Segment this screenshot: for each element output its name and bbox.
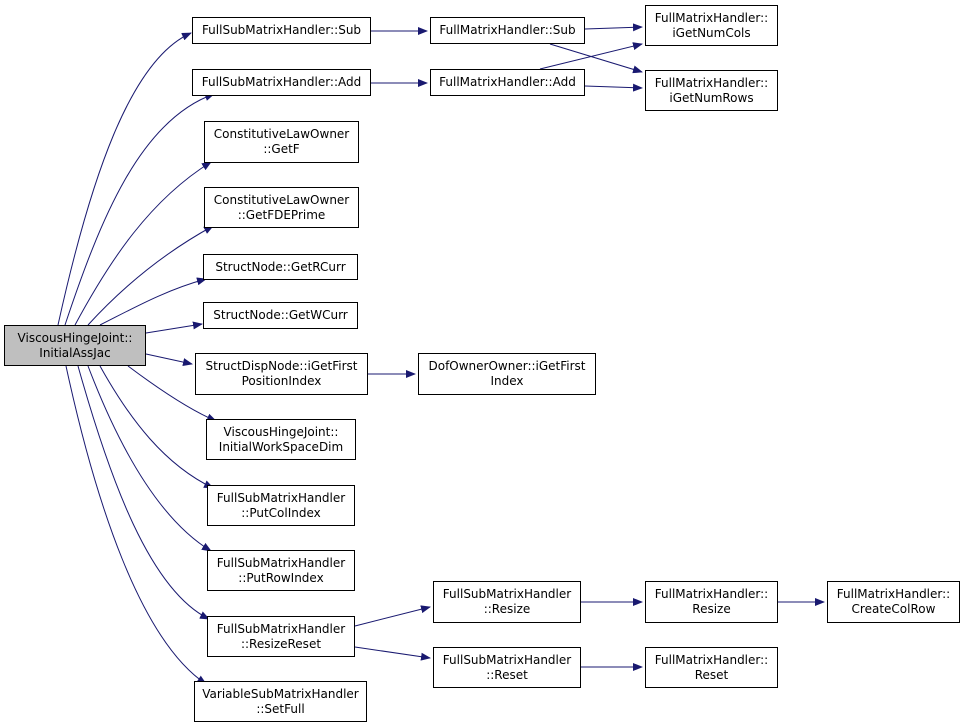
node-fullsubmatrixhandler-reset[interactable]: FullSubMatrixHandler::Reset bbox=[433, 647, 581, 688]
edge-root-to-putrowindex bbox=[87, 365, 212, 552]
edge-fm-sub-to-igetnumcols bbox=[584, 23, 643, 32]
node-structnode-getrcurr[interactable]: StructNode::GetRCurr bbox=[203, 254, 358, 280]
node-structnode-getwcurr[interactable]: StructNode::GetWCurr bbox=[203, 302, 358, 329]
edge-root-to-getf bbox=[74, 161, 212, 326]
edge-root-to-getrcurr bbox=[99, 277, 207, 326]
edge-root-to-fsub-sub bbox=[57, 32, 192, 326]
edge-resizereset-to-fsub-resize bbox=[354, 605, 431, 627]
node-fullmatrixhandler-resize[interactable]: FullMatrixHandler::Resize bbox=[645, 581, 778, 623]
edge-root-to-initialws bbox=[127, 365, 217, 422]
node-fullsubmatrixhandler-putrowindex[interactable]: FullSubMatrixHandler::PutRowIndex bbox=[207, 550, 355, 591]
node-constitutivelawowner-getf[interactable]: ConstitutiveLawOwner::GetF bbox=[204, 121, 359, 163]
node-fullsubmatrixhandler-putcolindex[interactable]: FullSubMatrixHandler::PutColIndex bbox=[207, 485, 355, 526]
edge-root-to-putcolindex bbox=[99, 365, 214, 489]
node-fullmatrixhandler-sub[interactable]: FullMatrixHandler::Sub bbox=[430, 17, 585, 44]
node-fullmatrixhandler-add[interactable]: FullMatrixHandler::Add bbox=[430, 69, 585, 96]
edge-root-to-igetfirstpos bbox=[145, 353, 193, 366]
edge-root-to-setfull bbox=[65, 365, 207, 685]
node-constitutivelawowner-getfdeprime[interactable]: ConstitutiveLawOwner::GetFDEPrime bbox=[204, 187, 359, 228]
edge-root-to-fsub-add bbox=[64, 93, 215, 326]
edge-fm-sub-to-igetnumrows bbox=[549, 43, 643, 74]
edge-root-to-getfdeprime bbox=[87, 225, 214, 326]
node-fullmatrixhandler-igetnumrows[interactable]: FullMatrixHandler::iGetNumRows bbox=[645, 70, 778, 111]
node-fullmatrixhandler-createcolrow[interactable]: FullMatrixHandler::CreateColRow bbox=[827, 581, 960, 623]
node-fullsubmatrixhandler-resize[interactable]: FullSubMatrixHandler::Resize bbox=[433, 581, 581, 623]
node-fullsubmatrixhandler-add[interactable]: FullSubMatrixHandler::Add bbox=[192, 69, 371, 96]
edge-fm-add-to-igetnumcols bbox=[539, 42, 643, 70]
edge-root-to-resizereset bbox=[77, 365, 210, 620]
node-fullsubmatrixhandler-sub[interactable]: FullSubMatrixHandler::Sub bbox=[192, 17, 371, 44]
node-variablesubmatrixhandler-setfull[interactable]: VariableSubMatrixHandler::SetFull bbox=[194, 681, 367, 722]
edge-fm-add-to-igetnumrows bbox=[584, 83, 643, 92]
node-viscoushingejoint-initialworkspacedim[interactable]: ViscousHingeJoint::InitialWorkSpaceDim bbox=[206, 419, 356, 460]
node-viscoushingejoint-initialassjac: ViscousHingeJoint::InitialAssJac bbox=[4, 325, 146, 366]
edge-root-to-getwcurr bbox=[145, 321, 203, 334]
node-fullmatrixhandler-igetnumcols[interactable]: FullMatrixHandler::iGetNumCols bbox=[645, 5, 778, 46]
node-fullsubmatrixhandler-resizereset[interactable]: FullSubMatrixHandler::ResizeReset bbox=[207, 616, 355, 657]
edge-resizereset-to-fsub-reset bbox=[354, 646, 431, 661]
node-fullmatrixhandler-reset[interactable]: FullMatrixHandler::Reset bbox=[645, 647, 778, 688]
